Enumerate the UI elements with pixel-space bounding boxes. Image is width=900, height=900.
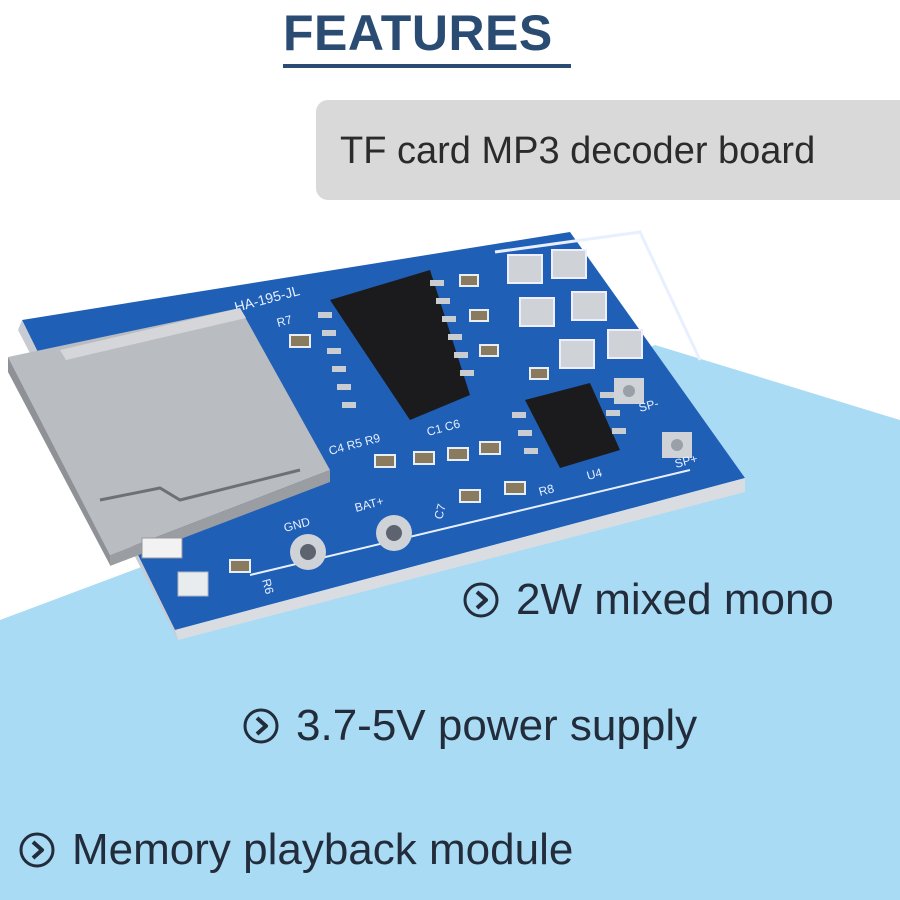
title-underline bbox=[283, 64, 571, 68]
circle-chevron-right-icon bbox=[243, 708, 279, 744]
subtitle-box: TF card MP3 decoder board bbox=[316, 100, 900, 200]
feature-item-playback: Memory playback module bbox=[18, 824, 573, 876]
svg-text:R6: R6 bbox=[259, 577, 277, 596]
subtitle-text: TF card MP3 decoder board bbox=[340, 130, 816, 172]
svg-text:R7: R7 bbox=[275, 312, 294, 330]
feature-item-power: 3.7-5V power supply bbox=[242, 700, 697, 752]
feature-item-mono: 2W mixed mono bbox=[462, 574, 834, 626]
decoder-chip bbox=[318, 270, 474, 420]
svg-text:SP-: SP- bbox=[637, 396, 660, 415]
svg-text:R8: R8 bbox=[537, 481, 556, 499]
tf-card-slot bbox=[8, 308, 330, 566]
feature-label: 3.7-5V power supply bbox=[296, 701, 698, 750]
svg-text:U4: U4 bbox=[585, 465, 604, 483]
feature-label: 2W mixed mono bbox=[516, 575, 834, 624]
svg-text:C7: C7 bbox=[431, 502, 449, 521]
amplifier-chip bbox=[512, 383, 626, 468]
circle-chevron-right-icon bbox=[19, 832, 55, 868]
circle-chevron-right-icon bbox=[463, 582, 499, 618]
feature-label: Memory playback module bbox=[72, 825, 574, 874]
svg-text:GND: GND bbox=[282, 514, 312, 535]
page-title: FEATURES bbox=[283, 5, 553, 61]
svg-text:SP+: SP+ bbox=[673, 451, 699, 470]
